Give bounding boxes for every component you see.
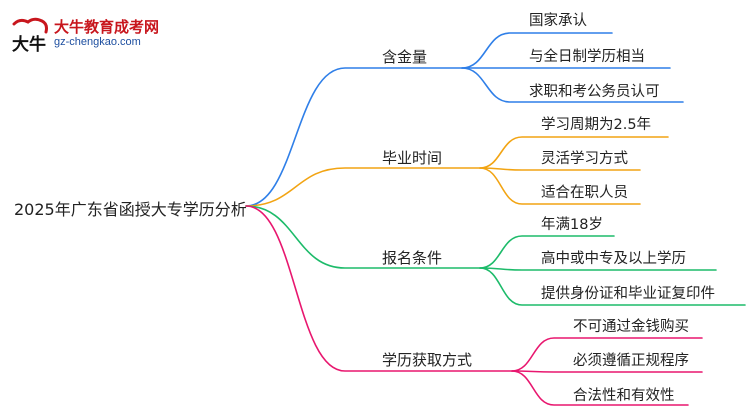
leaf-node-value-3[interactable]: 求职和考公务员认可 xyxy=(529,84,660,100)
leaf-node-duration-1[interactable]: 学习周期为2.5年 xyxy=(541,117,652,133)
connector-duration-leaf-3 xyxy=(479,167,641,205)
leaf-node-acquisition-2[interactable]: 必须遵循正规程序 xyxy=(573,353,689,369)
connector-value-leaf-1 xyxy=(461,32,613,69)
connector-requirements-leaf-3 xyxy=(479,267,746,306)
connector-acquisition-leaf-2 xyxy=(511,370,703,373)
leaf-node-duration-2[interactable]: 灵活学习方式 xyxy=(541,151,628,167)
leaf-node-requirements-3[interactable]: 提供身份证和毕业证复印件 xyxy=(541,286,715,302)
branch-node-duration[interactable]: 毕业时间 xyxy=(382,149,443,167)
logo-title: 大牛教育成考网 xyxy=(54,18,160,36)
connector-value-leaf-3 xyxy=(461,67,684,103)
logo-mark-text: 大牛 xyxy=(12,34,46,55)
connector-duration-leaf-2 xyxy=(479,167,641,171)
connector-root-value xyxy=(245,67,463,207)
leaf-node-requirements-1[interactable]: 年满18岁 xyxy=(541,217,603,233)
root-node[interactable]: 2025年广东省函授大专学历分析 xyxy=(14,200,247,219)
connector-acquisition-leaf-1 xyxy=(511,337,703,372)
connector-root-requirements xyxy=(245,205,481,269)
leaf-node-acquisition-3[interactable]: 合法性和有效性 xyxy=(573,388,675,404)
leaf-node-requirements-2[interactable]: 高中或中专及以上学历 xyxy=(541,251,686,267)
leaf-node-value-1[interactable]: 国家承认 xyxy=(529,13,587,29)
site-logo[interactable]: 大牛 大牛教育成考网 gz-chengkao.com xyxy=(8,14,168,55)
branch-node-requirements[interactable]: 报名条件 xyxy=(382,249,443,267)
branch-node-value[interactable]: 含金量 xyxy=(382,48,428,66)
leaf-node-acquisition-1[interactable]: 不可通过金钱购买 xyxy=(573,319,689,335)
leaf-node-duration-3[interactable]: 适合在职人员 xyxy=(541,185,628,201)
branch-node-acquisition[interactable]: 学历获取方式 xyxy=(382,351,473,369)
connector-root-duration xyxy=(245,167,481,207)
connector-root-acquisition xyxy=(245,205,513,372)
connector-requirements-leaf-2 xyxy=(479,267,717,271)
leaf-node-value-2[interactable]: 与全日制学历相当 xyxy=(529,49,645,65)
connector-duration-leaf-1 xyxy=(479,136,669,169)
connector-acquisition-leaf-3 xyxy=(511,370,689,406)
connector-requirements-leaf-1 xyxy=(479,235,615,269)
logo-url: gz-chengkao.com xyxy=(54,36,141,48)
bull-logo-icon: 大牛 xyxy=(12,17,48,55)
